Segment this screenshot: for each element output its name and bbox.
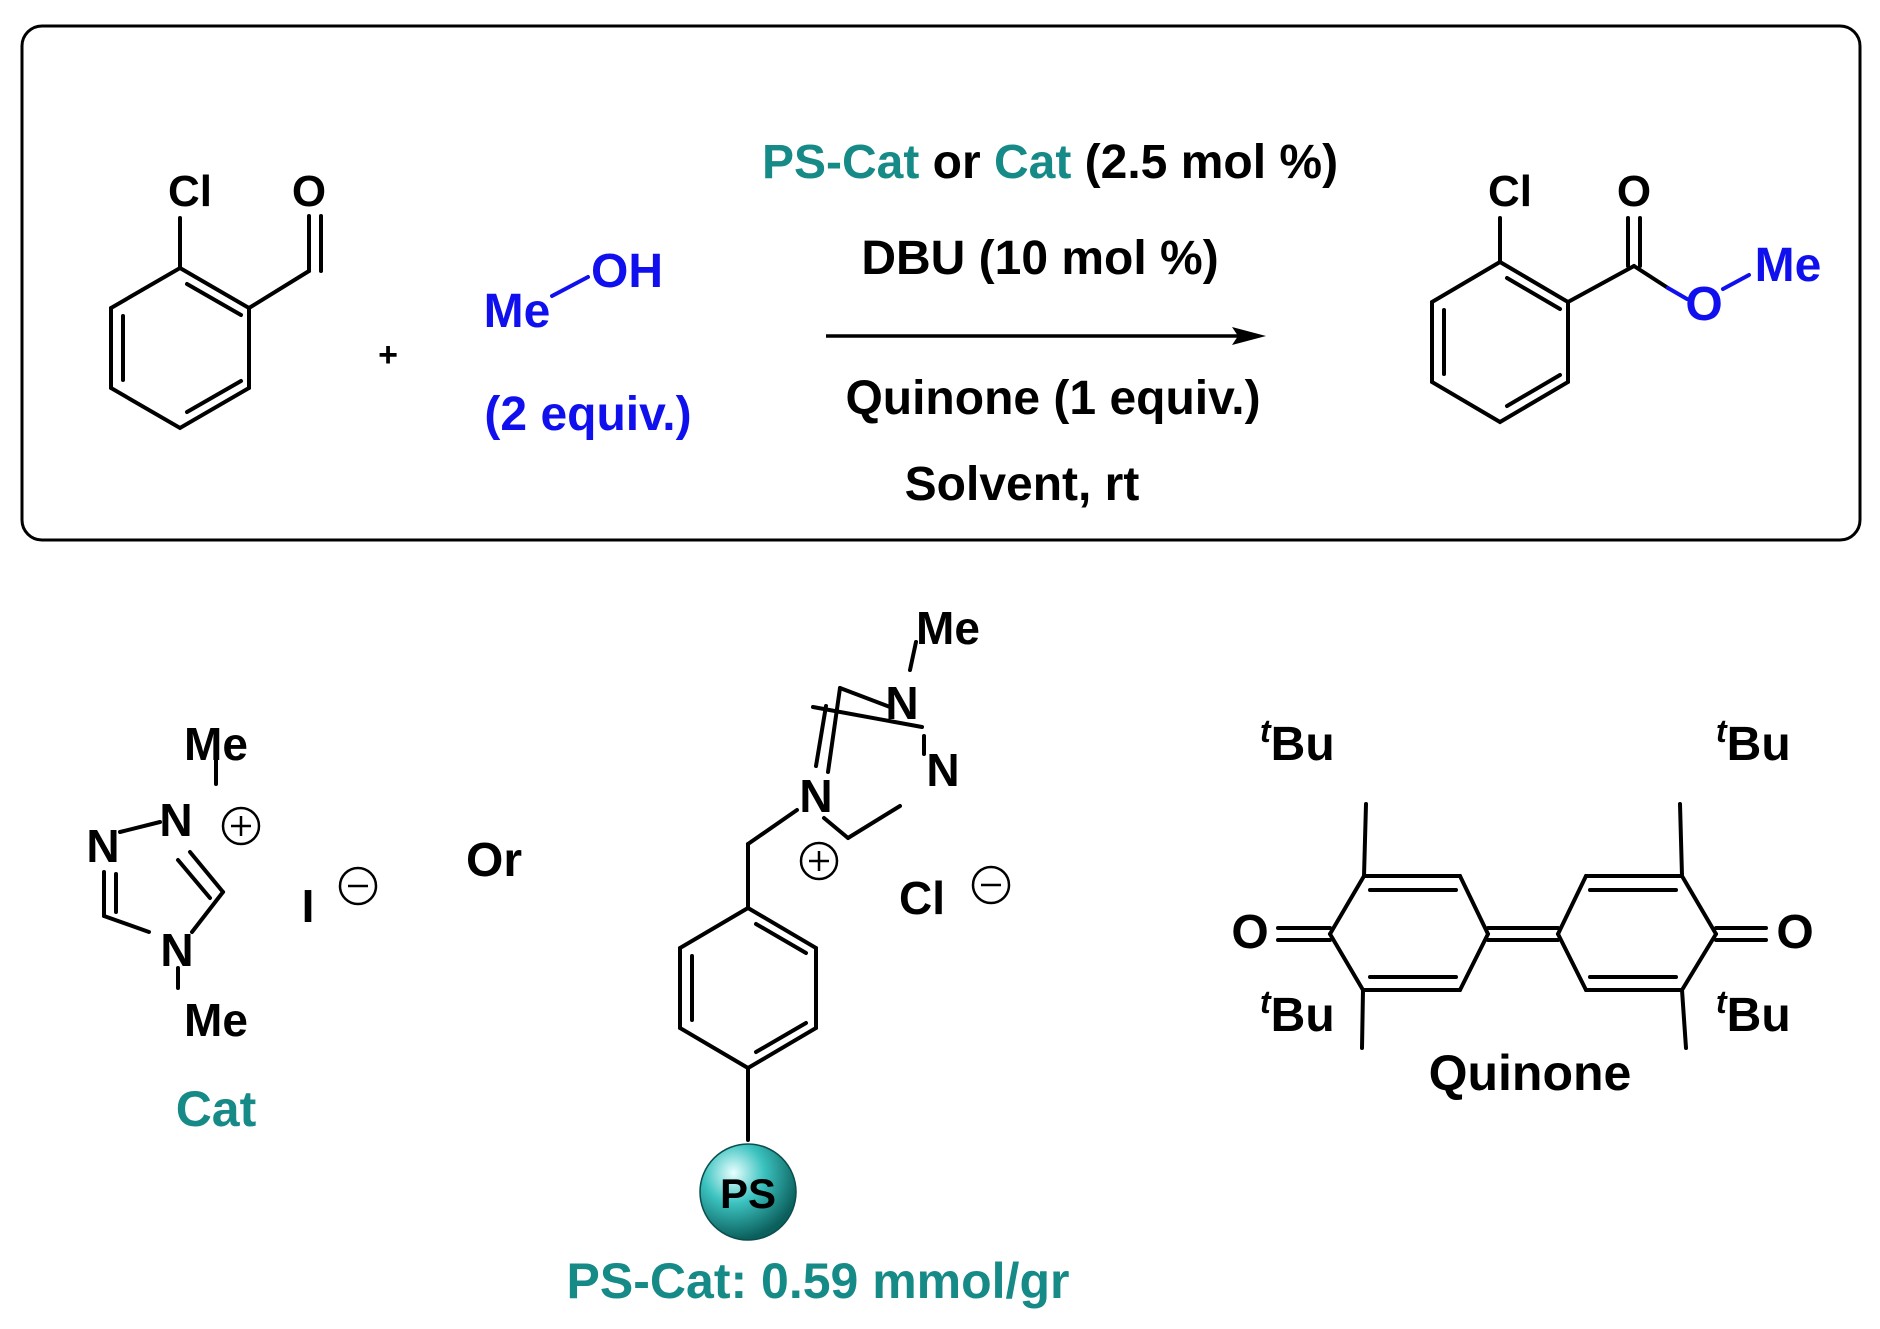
cat-n2-label: N <box>86 820 119 872</box>
reactant-o-label: O <box>292 167 326 216</box>
reactant-aldehyde: Cl O <box>109 167 326 431</box>
reaction-arrow-head <box>1232 327 1266 345</box>
conditions-solvent-line: Solvent, rt <box>905 458 1140 511</box>
quinone-structure: O O tBu tBu tBu tBu Quinone <box>1231 713 1813 1101</box>
cat-counter-ion-label: I <box>302 880 315 932</box>
reaction-conditions: PS-Cat or Cat (2.5 mol %) DBU (10 mol %)… <box>762 136 1338 511</box>
ps-cat-text: PS-Cat <box>762 136 919 189</box>
ps-cat-structure: Me N N N Cl PS PS-Cat: 0.59 mmol/gr <box>567 602 1070 1309</box>
ps-cat-loading-label: PS-Cat: 0.59 mmol/gr <box>567 1253 1070 1309</box>
methanol-oh-label: OH <box>591 245 663 298</box>
cat-n4-label: N <box>160 924 193 976</box>
loading-text: (2.5 mol %) <box>1071 136 1338 189</box>
quinone-o-left-label: O <box>1231 906 1268 959</box>
product-ester: Cl O O Me <box>1430 167 1822 425</box>
methanol-me-label: Me <box>484 285 551 338</box>
tbu-bottom-left-bu: Bu <box>1271 989 1335 1042</box>
cat-me-bottom-label: Me <box>184 994 248 1046</box>
product-me-label: Me <box>1755 239 1822 292</box>
tbu-bottom-right-bu: Bu <box>1727 989 1791 1042</box>
cat-n1-label: N <box>159 794 192 846</box>
product-cl-label: Cl <box>1488 167 1532 216</box>
ps-bead-label: PS <box>720 1170 776 1217</box>
reactant-cl-label: Cl <box>168 167 212 216</box>
or-separator: Or <box>466 834 522 887</box>
ps-cat-n4-label: N <box>799 770 832 822</box>
conditions-base-line: DBU (10 mol %) <box>861 232 1218 285</box>
tbu-bottom-left-label: tBu <box>1260 984 1335 1042</box>
plus-sign: + <box>378 336 398 374</box>
quinone-o-right-label: O <box>1776 906 1813 959</box>
tbu-bottom-right-t: t <box>1716 984 1728 1020</box>
ps-cat-negative-charge-icon <box>971 865 1011 905</box>
cat-positive-charge-icon <box>221 806 261 846</box>
tbu-top-right-label: tBu <box>1716 713 1791 771</box>
tbu-top-left-label: tBu <box>1260 713 1335 771</box>
product-carbonyl-o-label: O <box>1617 167 1651 216</box>
methanol: Me OH (2 equiv.) <box>484 245 692 441</box>
polystyrene-bead-icon: PS <box>699 1143 797 1241</box>
cat-negative-charge-icon <box>338 866 378 906</box>
cat-structure: Me N N N Me I Cat <box>86 718 378 1137</box>
scheme-frame <box>20 24 1862 542</box>
tbu-bottom-left-t: t <box>1260 984 1272 1020</box>
ps-cat-n2-label: N <box>926 744 959 796</box>
tbu-top-left-t: t <box>1260 713 1272 749</box>
cat-name-label: Cat <box>176 1081 257 1137</box>
ps-cat-me-label: Me <box>916 602 980 654</box>
ps-cat-positive-charge-icon <box>799 841 839 881</box>
ps-cat-n1-label: N <box>885 677 918 729</box>
cat-me-top-label: Me <box>184 718 248 770</box>
tbu-top-left-bu: Bu <box>1271 718 1335 771</box>
tbu-bottom-right-label: tBu <box>1716 984 1791 1042</box>
product-ester-o-label: O <box>1685 278 1722 331</box>
ps-cat-counter-ion-label: Cl <box>899 872 945 924</box>
cat-text: Cat <box>994 136 1071 189</box>
or-text: or <box>919 136 994 189</box>
tbu-top-right-bu: Bu <box>1727 718 1791 771</box>
quinone-name-label: Quinone <box>1429 1045 1632 1101</box>
tbu-top-right-t: t <box>1716 713 1728 749</box>
methanol-equiv-label: (2 equiv.) <box>484 388 691 441</box>
conditions-catalyst-line: PS-Cat or Cat (2.5 mol %) <box>762 136 1338 189</box>
conditions-oxidant-line: Quinone (1 equiv.) <box>845 372 1260 425</box>
